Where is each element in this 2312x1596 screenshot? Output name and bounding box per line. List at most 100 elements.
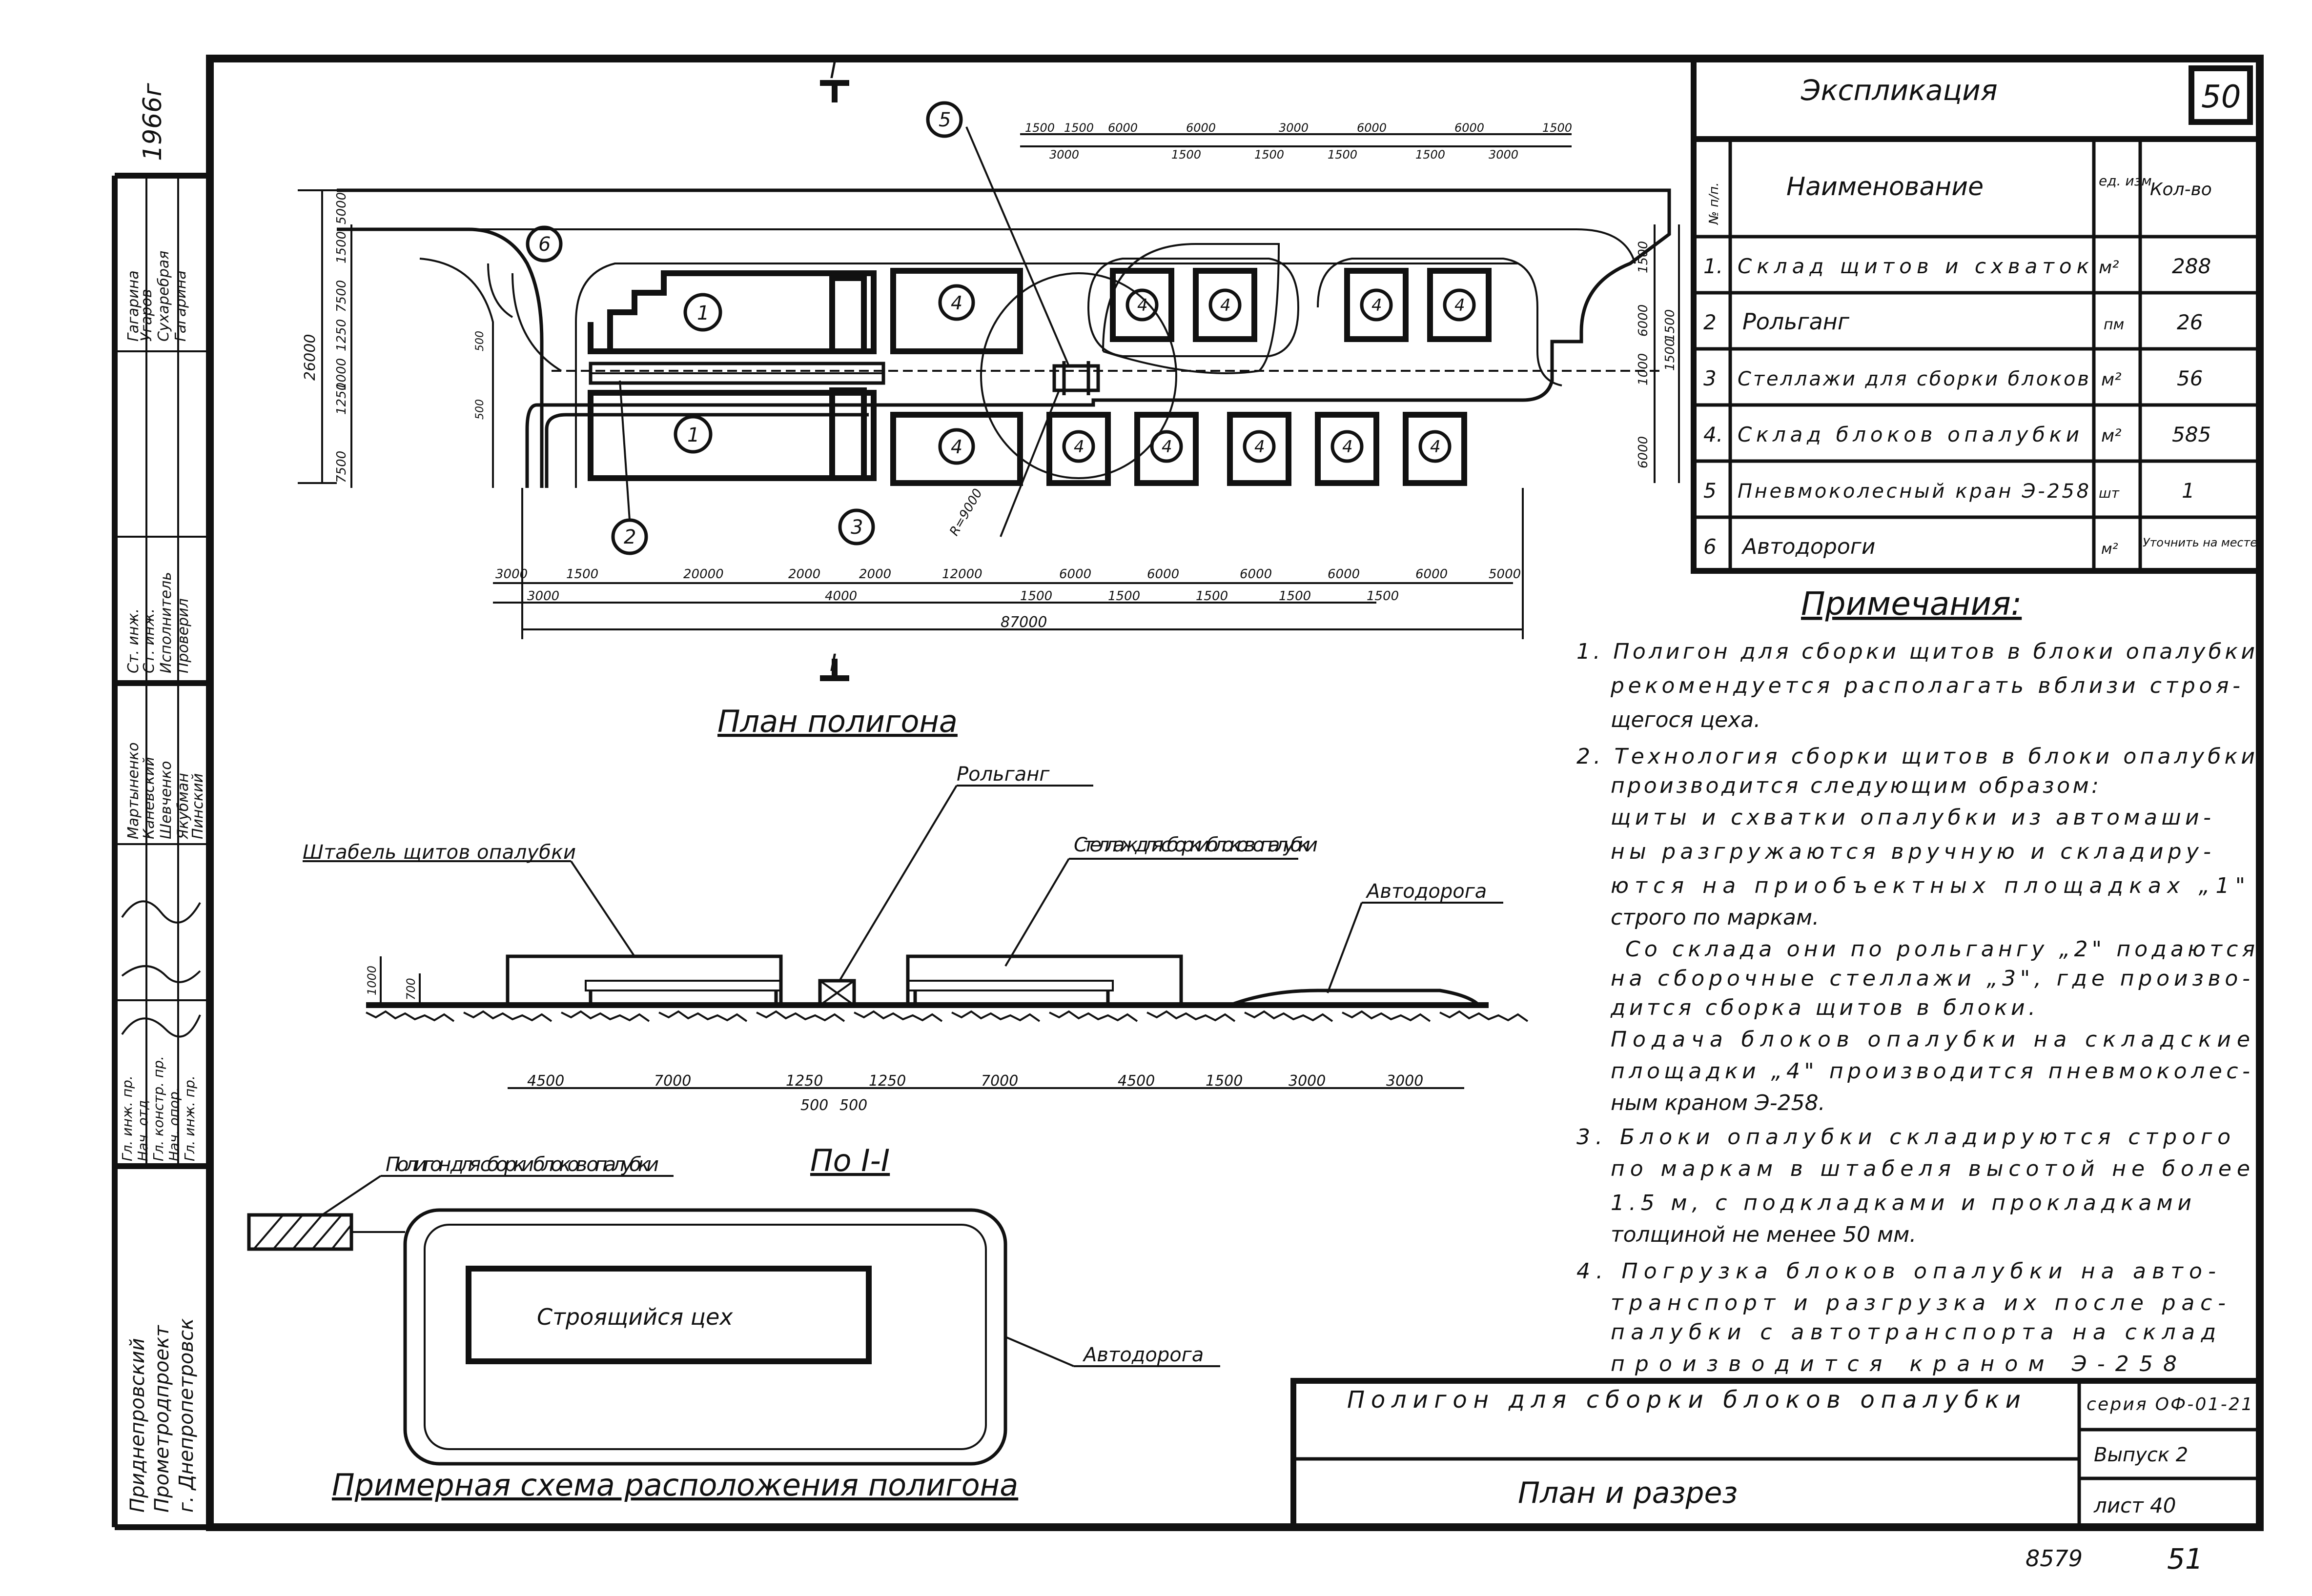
note-line-10: Со склада они по рольгангу „2" подаются <box>1625 937 2255 962</box>
row-6-num: 6 <box>1703 535 1717 559</box>
section-dim-9: 3000 <box>1386 1072 1423 1090</box>
note-line-9: строго по маркам. <box>1611 905 1819 930</box>
note-line-2: рекомендуется располагать вблизи строя- <box>1610 673 2240 698</box>
stamp-role-6: Нач. отд. <box>135 1096 151 1161</box>
title-block: Полигон для сборки блоков опалубки План … <box>1290 1378 2263 1530</box>
stamp-name-6: Каневский <box>141 757 158 839</box>
issue-label: Выпуск 2 <box>2094 1444 2188 1466</box>
stamp-role-3: Исполнитель <box>158 572 175 673</box>
section-title: По I-I <box>810 1143 890 1178</box>
label-stack: Штабель щитов опалубки <box>303 841 576 864</box>
signatures <box>121 900 201 1038</box>
bottom-dim-11: 6000 <box>1415 567 1448 582</box>
callout-4a: 4 <box>951 292 962 314</box>
section-dim-3: 1250 <box>786 1072 823 1090</box>
section-dim-1: 4500 <box>527 1072 564 1090</box>
stamp-org-2: Прометродпроект <box>151 1325 173 1513</box>
stamp-role-7: Гл. констр. пр. <box>150 1056 166 1161</box>
section-view: 1000 700 Штабель щитов опалубки Рольганг… <box>303 763 1529 1178</box>
stamp-name-4: Гагарина <box>172 270 189 342</box>
bottom-dim-5: 2000 <box>859 567 891 582</box>
bottom-dim-16: 1500 <box>1108 589 1140 604</box>
bottom-dim-13: 3000 <box>527 589 559 604</box>
series-label: серия ОФ-01-21 <box>2087 1394 2252 1414</box>
callout-4c: 4 <box>1220 296 1231 315</box>
sheet-title: План и разрез <box>1518 1476 1738 1510</box>
left-dim-6: 1250 <box>334 383 349 415</box>
bottom-dim-2: 1500 <box>566 567 598 582</box>
bottom-dim-3: 20000 <box>683 567 724 582</box>
callout-1b: 1 <box>687 424 699 446</box>
top-dim-7: 6000 <box>1454 121 1484 135</box>
callout-2: 2 <box>624 526 636 548</box>
explication-table: Экспликация 50 № п/п. Наименование ед. и… <box>1691 56 2263 574</box>
left-dim-4: 1250 <box>334 319 349 351</box>
note-line-3: щегося цеха. <box>1611 707 1760 732</box>
small-dim-1: 500 <box>474 331 486 351</box>
note-line-17: по маркам в штабеля высотой не более <box>1611 1156 2250 1181</box>
top-dim-8: 1500 <box>1542 121 1572 135</box>
label-road: Автодорога <box>1365 880 1487 903</box>
stamp-org-3: г. Днепропетровск <box>175 1318 198 1513</box>
section-height-2: 700 <box>404 978 418 1000</box>
ground-hatch <box>366 1010 1529 1022</box>
callout-3: 3 <box>851 516 863 539</box>
small-dim-2: 500 <box>474 399 486 420</box>
header-unit: ед. изм. <box>2099 173 2156 189</box>
row-1-qty: 288 <box>2172 254 2211 278</box>
row-5-name: Пневмоколесный кран Э-258 <box>1738 480 2089 503</box>
note-line-22: палубки с автотранспорта на склад <box>1611 1320 2216 1345</box>
note-line-13: Подача блоков опалубки на складские <box>1611 1027 2250 1052</box>
left-dim-7: 7500 <box>334 451 349 483</box>
section-dim-2: 7000 <box>654 1072 691 1090</box>
callout-4d: 4 <box>1371 296 1382 315</box>
notes-title: Примечания: <box>1801 585 2022 623</box>
left-dim-2: 1500 <box>334 231 349 263</box>
section-dim-7: 1500 <box>1206 1072 1243 1090</box>
bottom-dim-19: 1500 <box>1367 589 1399 604</box>
stamp-org-1: Приднепровский <box>126 1338 149 1513</box>
label-rack: Стеллаж для сборки блоков опалубки <box>1074 834 1318 856</box>
section-dim-8: 3000 <box>1289 1072 1326 1090</box>
row-6-unit: м² <box>2101 541 2118 558</box>
row-2-num: 2 <box>1703 310 1717 334</box>
row-4-name: Склад блоков опалубки <box>1738 423 2079 446</box>
callout-5: 5 <box>939 109 951 131</box>
section-mark-bottom: I <box>830 649 837 677</box>
row-5-num: 5 <box>1703 479 1717 503</box>
note-line-4: 2. Технология сборки щитов в блоки опалу… <box>1576 744 2255 769</box>
sheet-frame <box>206 55 2264 1531</box>
note-line-1: 1. Полигон для сборки щитов в блоки опал… <box>1576 639 2255 664</box>
note-line-11: на сборочные стеллажи „3", где произво- <box>1611 966 2250 991</box>
row-4-num: 4. <box>1703 423 1723 446</box>
scheme-polygon-label: Полигон для сборки блоков опалубки <box>386 1153 659 1176</box>
scheme-title: Примерная схема расположения полигона <box>332 1467 1018 1503</box>
note-line-8: ются на приобъектных площадках „1" <box>1611 873 2245 898</box>
callout-1a: 1 <box>697 302 709 324</box>
bottom-dim-7: 6000 <box>1059 567 1091 582</box>
top-dim-1: 1500 <box>1025 121 1055 135</box>
left-dim-1: 5000 <box>334 192 349 224</box>
top-dim-3: 6000 <box>1108 121 1138 135</box>
notes: Примечания: 1. Полигон для сборки щитов … <box>1576 585 2255 1376</box>
row-5-qty: 1 <box>2182 479 2195 503</box>
header-num: № п/п. <box>1707 182 1721 225</box>
row-1-unit: м² <box>2099 258 2119 278</box>
row-6-qty: Уточнить на месте <box>2143 536 2257 549</box>
stamp-role-1: Ст. инж. <box>125 608 142 673</box>
section-dim-5: 7000 <box>981 1072 1018 1090</box>
note-line-12: дится сборка щитов в блоки. <box>1610 995 2035 1020</box>
top-dim-12: 1500 <box>1328 148 1357 162</box>
row-4-qty: 585 <box>2172 423 2211 446</box>
stamp-name-9: Пинский <box>189 773 206 839</box>
row-3-name: Стеллажи для сборки блоков <box>1738 368 2089 390</box>
header-name: Наименование <box>1786 172 1984 202</box>
top-dim-11: 1500 <box>1254 148 1284 162</box>
note-line-19: толщиной не менее 50 мм. <box>1611 1222 1916 1247</box>
row-5-unit: шт <box>2099 485 2120 501</box>
bottom-dim-18: 1500 <box>1279 589 1311 604</box>
callout-4b: 4 <box>1137 296 1148 315</box>
top-dim-10: 1500 <box>1171 148 1201 162</box>
plan-title: План полигона <box>717 704 958 739</box>
